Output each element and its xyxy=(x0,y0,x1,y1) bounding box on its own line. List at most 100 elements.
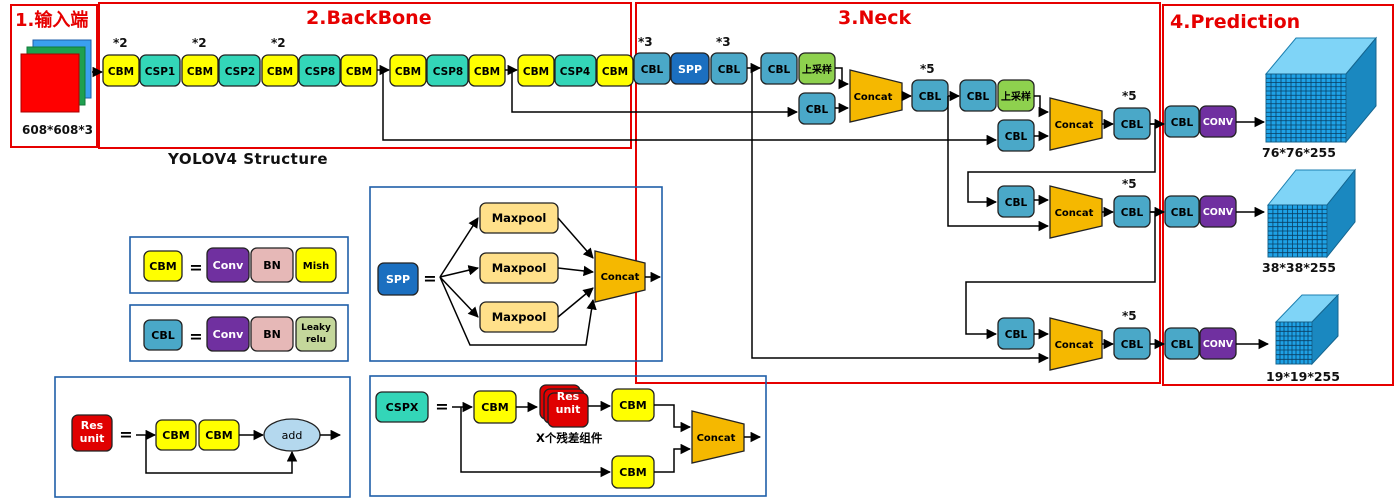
svg-text:CBM: CBM xyxy=(346,66,372,78)
caption: YOLOV4 Structure xyxy=(167,150,328,168)
conv-block: CONV xyxy=(1199,195,1237,228)
res-unit-definition-frame xyxy=(54,376,351,498)
cbm-block: CBM xyxy=(102,54,140,87)
cbl-block: CBL xyxy=(633,52,671,85)
svg-text:CBM: CBM xyxy=(523,66,549,78)
svg-text:CBL: CBL xyxy=(1121,339,1144,351)
svg-text:CBM: CBM xyxy=(108,66,134,78)
svg-text:CBM: CBM xyxy=(602,66,628,78)
leaky-relu-block: Leaky relu xyxy=(295,316,337,352)
svg-text:CBM: CBM xyxy=(395,66,421,78)
svg-text:CBM: CBM xyxy=(187,66,213,78)
cbm-block: CBM xyxy=(198,419,240,451)
conv-block: Conv xyxy=(206,316,250,352)
res-unit-stack: Res unit xyxy=(539,384,589,428)
spp-block: SPP xyxy=(377,262,419,296)
residual-count-note: X个残差组件 xyxy=(536,431,603,445)
svg-text:SPP: SPP xyxy=(386,273,410,286)
svg-text:Conv: Conv xyxy=(213,259,244,272)
cbl-block: CBL xyxy=(1113,195,1151,228)
cbl-block: CBL xyxy=(1164,327,1200,360)
concat-block: Concat xyxy=(1049,317,1103,371)
cbm-block: CBM xyxy=(155,419,197,451)
svg-text:CBM: CBM xyxy=(474,66,500,78)
output-size-label: 38*38*255 xyxy=(1262,260,1336,275)
svg-text:CBL: CBL xyxy=(768,64,791,76)
spp-block: SPP xyxy=(670,52,710,85)
cbm-block: CBM xyxy=(181,54,219,87)
connector-line xyxy=(511,72,799,118)
multiplier-label: *5 xyxy=(1122,89,1137,103)
cspx-definition-frame xyxy=(369,375,767,497)
csp2-block: CSP2 xyxy=(218,54,261,87)
neck-section-frame xyxy=(635,2,1161,384)
input-image-icon xyxy=(20,39,92,113)
csp1-block: CSP1 xyxy=(139,54,181,87)
svg-text:CBL: CBL xyxy=(1005,131,1028,143)
multiplier-label: *3 xyxy=(716,35,731,49)
concat-block: Concat xyxy=(1049,97,1103,151)
svg-text:CBL: CBL xyxy=(1121,119,1144,131)
cbm-block: CBM xyxy=(143,250,183,282)
cbl-block: CBL xyxy=(1164,105,1200,138)
svg-text:上采样: 上采样 xyxy=(802,63,832,76)
svg-text:Concat: Concat xyxy=(1055,340,1094,351)
upsample-block: 上采样 xyxy=(798,52,836,85)
svg-text:Maxpool: Maxpool xyxy=(492,261,547,275)
svg-text:CBL: CBL xyxy=(1171,117,1194,129)
cbm-block: CBM xyxy=(596,54,634,87)
svg-text:CBM: CBM xyxy=(162,429,189,442)
cbm-block: CBM xyxy=(261,54,299,87)
conv-block: Conv xyxy=(206,247,250,283)
neck-section-title: 3.Neck xyxy=(838,7,911,29)
cbm-block: CBM xyxy=(517,54,555,87)
svg-text:Maxpool: Maxpool xyxy=(492,310,547,324)
output-size-label: 19*19*255 xyxy=(1266,369,1340,384)
svg-text:CBM: CBM xyxy=(481,401,508,414)
res-unit-block: Res unit xyxy=(71,414,113,452)
cbl-block: CBL xyxy=(1113,107,1151,140)
svg-text:Mish: Mish xyxy=(303,261,329,272)
upsample-block: 上采样 xyxy=(997,79,1035,112)
multiplier-label: *2 xyxy=(192,36,207,50)
multiplier-label: *2 xyxy=(113,36,128,50)
connector-line xyxy=(751,68,1050,364)
cbl-block: CBL xyxy=(760,52,798,85)
concat-block: Concat xyxy=(594,250,646,303)
svg-text:Concat: Concat xyxy=(601,272,640,283)
svg-text:Concat: Concat xyxy=(697,433,736,444)
prediction-section-title: 4.Prediction xyxy=(1170,11,1300,33)
cbl-block: CBL xyxy=(997,185,1035,218)
svg-text:BN: BN xyxy=(263,328,281,341)
svg-text:Concat: Concat xyxy=(1055,208,1094,219)
svg-text:Maxpool: Maxpool xyxy=(492,211,547,225)
multiplier-label: *5 xyxy=(1122,177,1137,191)
svg-text:=: = xyxy=(189,258,202,277)
svg-text:CSP8: CSP8 xyxy=(305,66,335,78)
cbm-definition-frame xyxy=(129,236,349,294)
svg-text:CBL: CBL xyxy=(806,104,829,116)
svg-text:CSP4: CSP4 xyxy=(560,66,590,78)
cbl-block: CBL xyxy=(143,319,183,351)
cbl-block: CBL xyxy=(798,92,836,125)
cbl-definition-frame xyxy=(129,304,349,362)
svg-text:CBL: CBL xyxy=(1005,329,1028,341)
multiplier-label: *5 xyxy=(1122,309,1137,323)
svg-text:BN: BN xyxy=(263,259,281,272)
svg-text:CBM: CBM xyxy=(619,399,646,412)
cbl-block: CBL xyxy=(1164,195,1200,228)
csp8-block: CSP8 xyxy=(298,54,341,87)
spp-definition-frame xyxy=(369,186,663,362)
maxpool-block: Maxpool xyxy=(479,202,559,234)
svg-text:CSPX: CSPX xyxy=(386,401,419,414)
cbm-block: CBM xyxy=(611,455,655,489)
svg-text:CBL: CBL xyxy=(151,329,174,342)
maxpool-block: Maxpool xyxy=(479,301,559,333)
concat-block: Concat xyxy=(1049,185,1103,239)
svg-text:CBM: CBM xyxy=(619,466,646,479)
conv-block: CONV xyxy=(1199,327,1237,360)
output-cube-medium xyxy=(1266,168,1357,259)
cbm-block: CBM xyxy=(389,54,427,87)
svg-text:=: = xyxy=(119,425,132,444)
